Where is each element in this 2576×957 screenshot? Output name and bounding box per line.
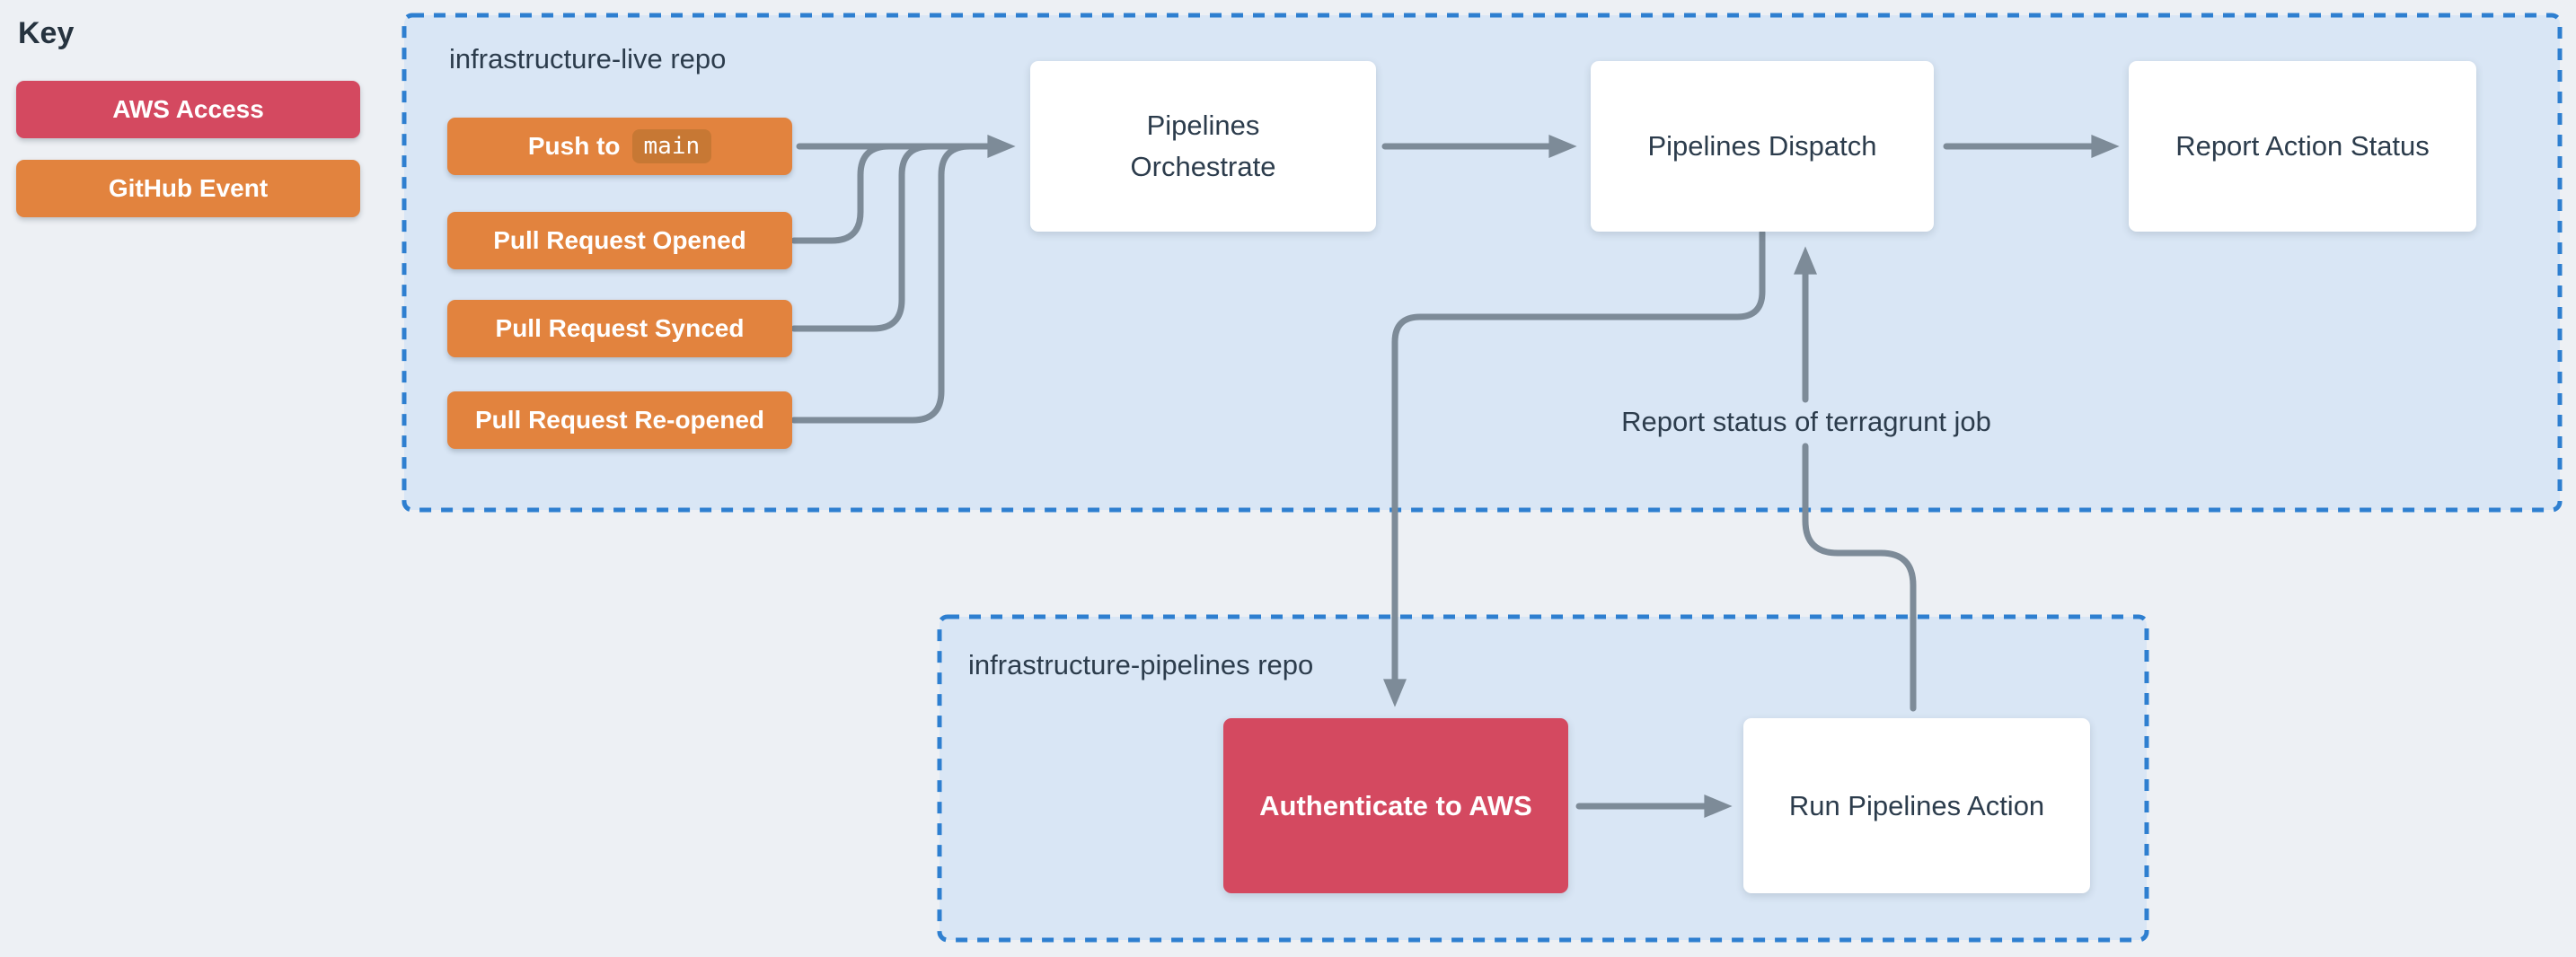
node-report-action-status: Report Action Status	[2129, 61, 2476, 232]
node-pipelines-orchestrate-label: Pipelines Orchestrate	[1130, 109, 1276, 183]
node-run-pipelines-action: Run Pipelines Action	[1743, 718, 2090, 893]
connector-pr-opened-merge	[790, 143, 893, 244]
event-pull-request-synced: Pull Request Synced	[447, 300, 792, 357]
connector-dispatch-to-authenticate	[1383, 229, 1766, 707]
event-pull-request-opened-label: Pull Request Opened	[493, 226, 746, 254]
key-heading: Key	[18, 16, 75, 50]
report-status-annotation: Report status of terragrunt job	[1621, 406, 1991, 437]
node-run-pipelines-action-label: Run Pipelines Action	[1788, 789, 2045, 821]
connector-pr-synced-merge	[790, 143, 934, 332]
branch-badge-main: main	[631, 129, 712, 163]
connector-run-action-up-lower	[1802, 443, 1917, 712]
node-authenticate-to-aws-label: Authenticate to AWS	[1259, 789, 1532, 821]
legend-github-event: GitHub Event	[16, 160, 360, 217]
infrastructure-pipelines-repo-title: infrastructure-pipelines repo	[968, 649, 1314, 680]
connector-pr-reopened-merge	[790, 143, 974, 424]
event-pull-request-synced-label: Pull Request Synced	[495, 314, 745, 342]
legend-github-event-label: GitHub Event	[108, 174, 269, 202]
event-pull-request-opened: Pull Request Opened	[447, 212, 792, 269]
event-pull-request-reopened-label: Pull Request Re-opened	[474, 406, 765, 434]
node-pipelines-dispatch-label: Pipelines Dispatch	[1647, 130, 1877, 162]
infrastructure-live-repo-title: infrastructure-live repo	[449, 43, 727, 75]
node-pipelines-orchestrate: Pipelines Orchestrate	[1030, 61, 1376, 232]
event-push-to-main: Push to main	[447, 118, 792, 175]
legend-aws-access-label: AWS Access	[112, 95, 264, 123]
node-pipelines-dispatch: Pipelines Dispatch	[1591, 61, 1934, 232]
node-report-action-status-label: Report Action Status	[2175, 130, 2430, 162]
node-authenticate-to-aws: Authenticate to AWS	[1223, 718, 1568, 893]
event-push-prefix-label: Push to	[527, 132, 621, 160]
legend-aws-access: AWS Access	[16, 81, 360, 138]
event-pull-request-reopened: Pull Request Re-opened	[447, 391, 792, 449]
